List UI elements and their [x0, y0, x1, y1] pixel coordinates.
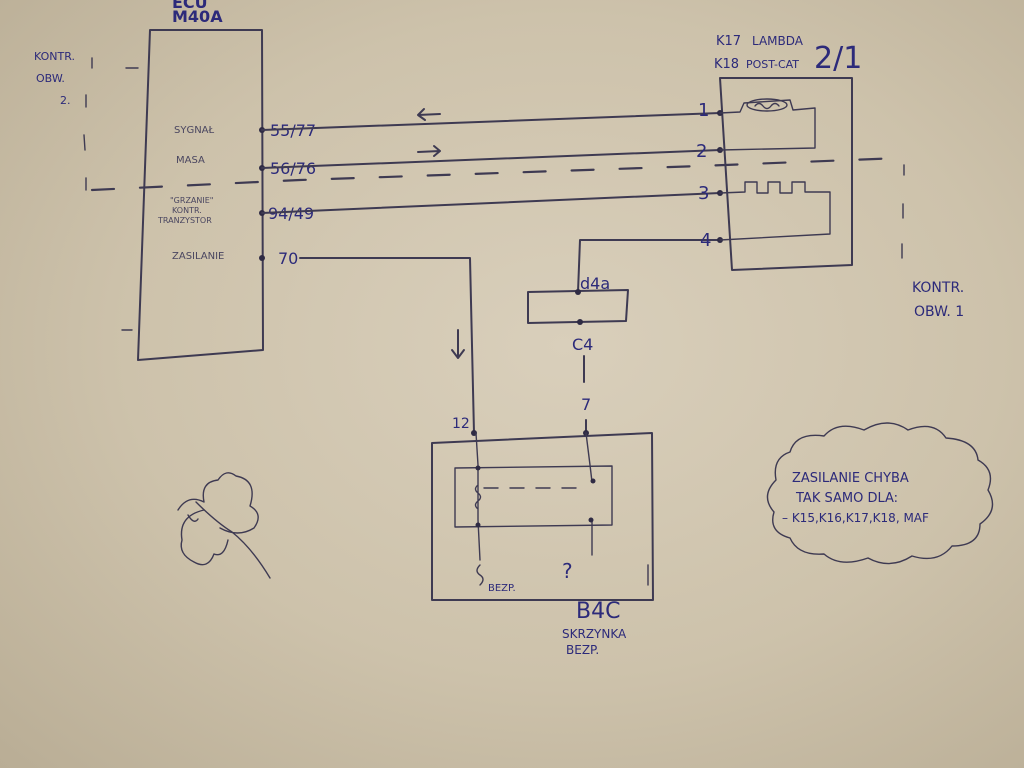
fuse-dot [590, 478, 596, 484]
note-cloud: ZASILANIE CHYBA TAK SAMO DLA: – K15,K16,… [766, 422, 994, 565]
connector-pin-dot [577, 319, 583, 325]
fuse-box-name: B4C [576, 599, 620, 624]
circuit-boundary-vertical-dashes [901, 164, 905, 259]
ecu-pin-number: 94/49 [268, 204, 314, 223]
fuse-box-caption: BEZP. [566, 643, 599, 657]
butterfly-doodle-icon [177, 472, 271, 579]
ecu-circuit-label-line: KONTR. [34, 50, 75, 63]
sensor-name-bottom: POST-CAT [746, 58, 799, 71]
sensor-circuit-label: KONTR. OBW. 1 [912, 280, 964, 320]
note-line: ZASILANIE CHYBA [792, 471, 909, 486]
ecu-pin-number: 55/77 [270, 121, 316, 140]
ecu-pin-number: 56/76 [270, 159, 316, 178]
ecu-title: M40A [172, 7, 223, 26]
arrow-right-icon [417, 145, 441, 157]
fuse-dot [588, 517, 594, 523]
ecu-circuit-label: KONTR. OBW. 2. [34, 50, 93, 191]
sensing-element-icon [754, 102, 780, 110]
fuse-label: BEZP. [488, 583, 516, 594]
sensor-pin-number: 2 [696, 141, 707, 162]
fuse-box-pin-right: 7 [581, 395, 591, 414]
connector-top-label: d4a [580, 274, 610, 293]
ecu-title-top: ECU [172, 0, 208, 12]
ecu-block: ECU M40A SYGNAŁ MASA "GRZANIE" KONTR. TR… [121, 0, 316, 361]
sensor-pin-number: 1 [698, 100, 709, 121]
sensor-ref-top: K17 [716, 34, 741, 49]
sensor-name-top: LAMBDA [752, 34, 804, 48]
connector-pin-dot [575, 289, 581, 295]
arrow-down-icon [451, 329, 465, 359]
sensing-element-icon [746, 98, 788, 112]
fuse-box-caption: SKRZYNKA [562, 627, 627, 641]
lambda-sensor-block: K17 K18 LAMBDA POST-CAT 2/1 1 2 3 4 [696, 34, 862, 271]
fuse-squiggle-icon [476, 564, 484, 586]
note-line: – K15,K16,K17,K18, MAF [782, 511, 929, 525]
wire-ground [261, 149, 721, 169]
sensor-ref-bottom: K18 [714, 57, 739, 72]
wire-supply [299, 257, 475, 434]
ecu-pin-label-signal: SYGNAŁ [174, 125, 215, 136]
ecu-pin-label-ground: MASA [176, 155, 205, 166]
sensor-circuit-label-line: KONTR. [912, 280, 964, 296]
fuse-dot [475, 522, 481, 528]
wire-signal [261, 112, 721, 131]
heater-element-icon [719, 181, 831, 241]
fuse-dot [475, 465, 481, 471]
sensor-position: 2/1 [814, 41, 862, 76]
sensor-pin-number: 3 [698, 183, 709, 204]
sensor-pin-number: 4 [700, 230, 711, 251]
ecu-circuit-label-line: OBW. [36, 72, 65, 85]
ecu-pin-number: 70 [278, 249, 298, 268]
wire-heater-supply [577, 239, 721, 293]
sensing-element-icon [719, 99, 816, 151]
ecu-pin-label-supply: ZASILANIE [172, 251, 224, 262]
ecu-pin-dot [259, 255, 265, 261]
fuse-box-pin-left: 12 [452, 416, 470, 432]
wire-heater-control [261, 192, 721, 214]
connector-bottom-label: C4 [572, 335, 593, 354]
sensor-circuit-label-line: OBW. 1 [914, 304, 964, 320]
ecu-pin-label-heater: "GRZANIE" KONTR. TRANZYSTOR [157, 196, 216, 225]
circuit-boundary-dashed-line [90, 156, 902, 192]
note-line: TAK SAMO DLA: [795, 491, 898, 506]
fuse-unknown-mark: ? [562, 559, 573, 583]
connector-block: d4a C4 [527, 274, 629, 354]
arrow-left-icon [417, 108, 441, 121]
ecu-circuit-label-line: 2. [60, 94, 71, 107]
fuse-box-block: 12 7 BEZP. ? [431, 395, 654, 601]
